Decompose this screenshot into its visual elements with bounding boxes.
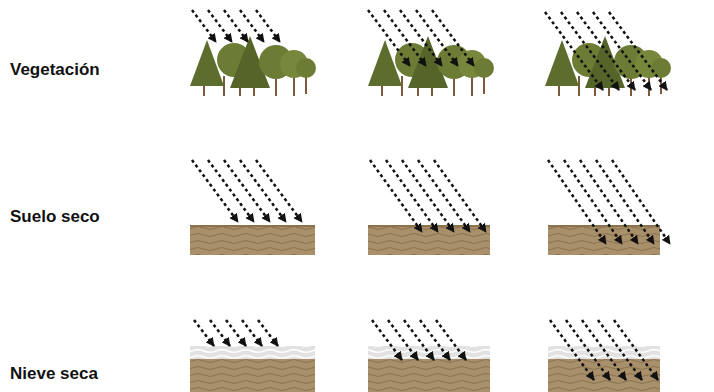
row-label: Nieve seca — [10, 364, 98, 384]
row-label: Vegetación — [10, 60, 100, 80]
row-label: Suelo seco — [10, 207, 100, 227]
